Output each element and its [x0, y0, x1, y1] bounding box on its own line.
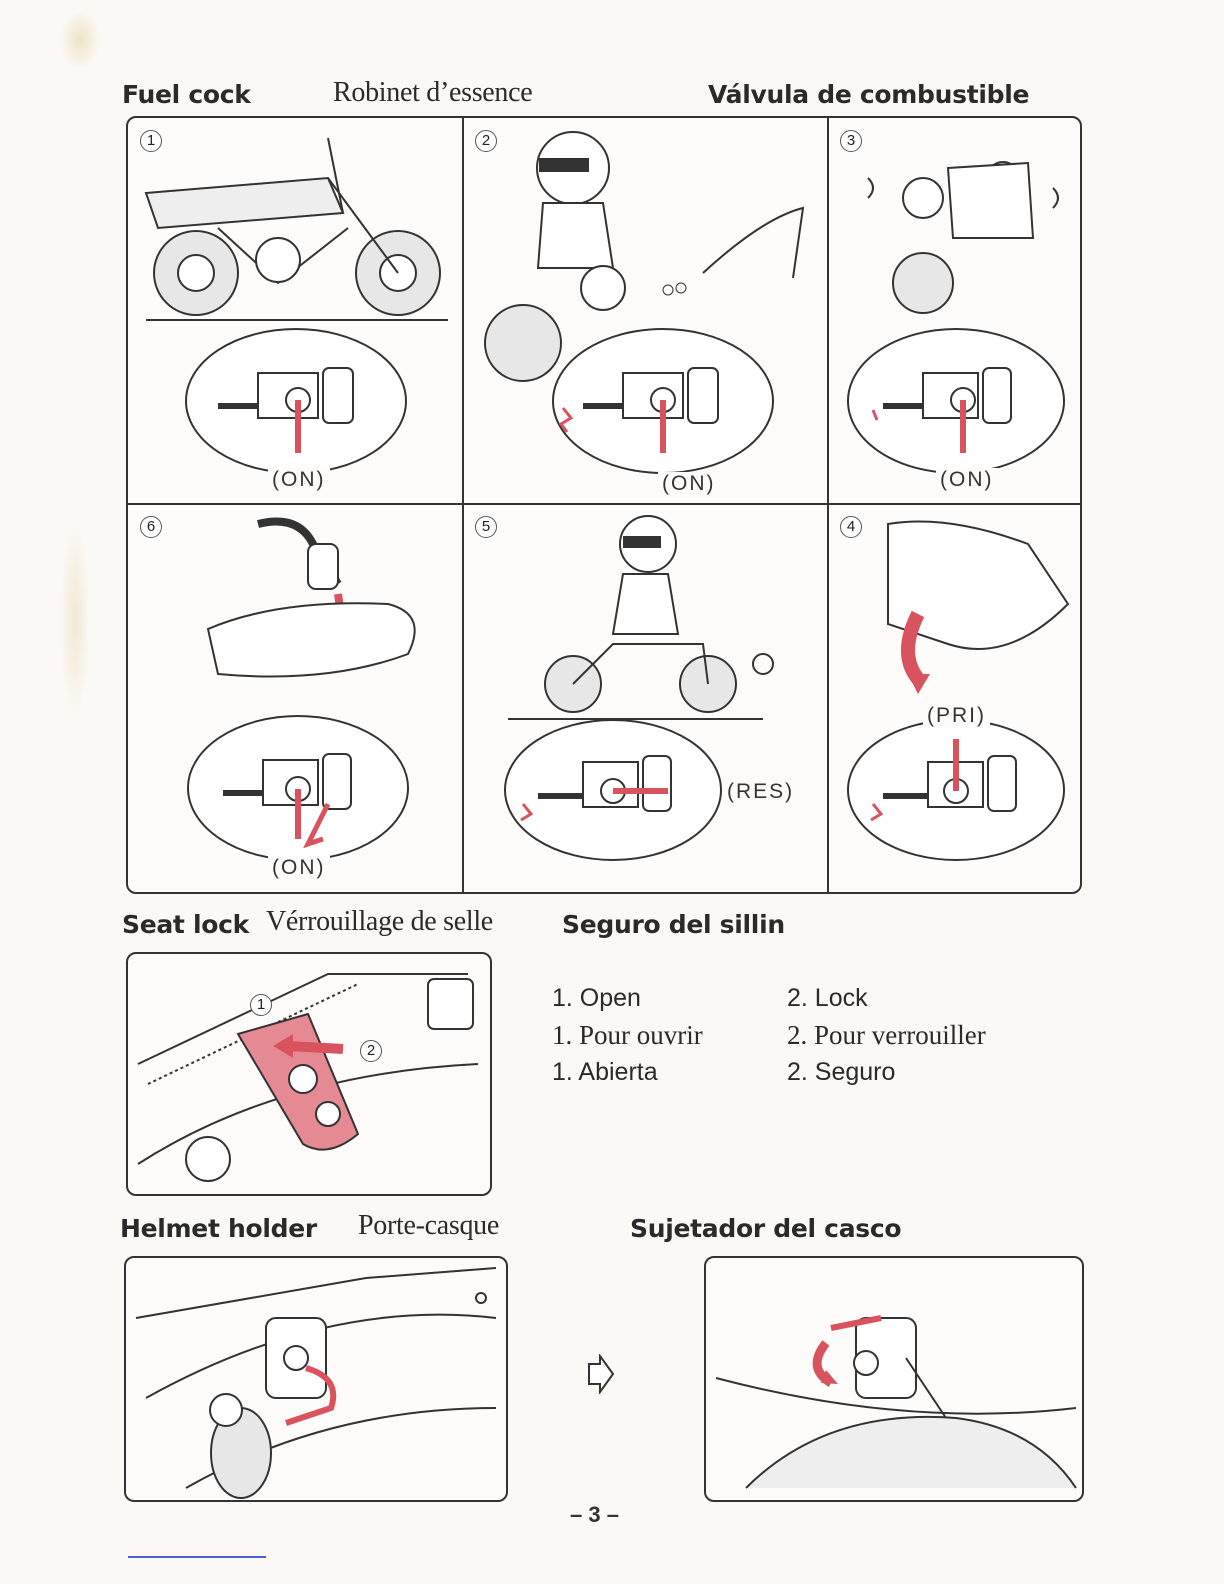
panel-number: 4 — [840, 516, 862, 538]
helmet-holder-open-illustration — [706, 1258, 1082, 1500]
panel-6: 6 (ON) — [128, 504, 463, 892]
seat-lock-callout: 1 — [250, 994, 272, 1016]
fuel-cock-position-label: (PRI) — [923, 704, 990, 728]
fuel-cock-figure: 1 (ON) 2 (ON) — [126, 116, 1082, 894]
panel-number: 6 — [140, 516, 162, 538]
panel-number: 5 — [475, 516, 497, 538]
fuel-cock-title-es: Válvula de combustible — [708, 80, 1029, 109]
fuel-cock-position-label: (ON) — [268, 856, 330, 880]
helmet-holder-closed-illustration — [126, 1258, 506, 1500]
fuel-cock-title-fr: Robinet d’essence — [333, 77, 532, 109]
panel-number: 2 — [475, 130, 497, 152]
panel-number: 3 — [840, 130, 862, 152]
paper-stain — [60, 10, 100, 70]
fuel-cock-position-label: (RES) — [723, 780, 798, 804]
arrow-right-outline-icon — [586, 1354, 616, 1399]
helmet-holder-title-es: Sujetador del casco — [630, 1214, 901, 1243]
fuel-cock-position-label: (ON) — [268, 468, 330, 492]
footer-underline — [128, 1556, 266, 1558]
helmet-holder-figure-before — [124, 1256, 508, 1502]
seat-lock-figure: 1 2 — [126, 952, 492, 1196]
panel-3: 3 (ON) — [828, 118, 1080, 504]
seat-lock-illustration — [128, 954, 490, 1194]
reserve-ride-illustration — [463, 504, 828, 892]
seat-lock-legend-col2: 2. Lock 2. Pour verrouiller 2. Seguro — [787, 980, 986, 1091]
legend-item: 1. Pour ouvrir — [552, 1017, 703, 1054]
paper-stain — [60, 520, 90, 720]
seat-lock-callout: 2 — [360, 1040, 382, 1062]
panel-1: 1 (ON) — [128, 118, 463, 504]
legend-item: 1. Abierta — [552, 1054, 703, 1091]
legend-item: 2. Lock — [787, 980, 986, 1017]
helmet-holder-title-fr: Porte-casque — [358, 1210, 499, 1242]
fuel-cock-position-label: (ON) — [658, 472, 720, 496]
rider-illustration — [463, 118, 828, 504]
page-number: – 3 – — [570, 1502, 619, 1528]
seat-lock-title-es: Seguro del sillin — [562, 910, 785, 939]
helmet-holder-title-en: Helmet holder — [120, 1214, 317, 1243]
prime-illustration — [828, 504, 1080, 892]
seat-lock-legend-col1: 1. Open 1. Pour ouvrir 1. Abierta — [552, 980, 703, 1091]
legend-item: 2. Pour verrouiller — [787, 1017, 986, 1054]
legend-item: 2. Seguro — [787, 1054, 986, 1091]
refueling-illustration — [128, 504, 463, 892]
legend-item: 1. Open — [552, 980, 703, 1017]
motorcycle-illustration — [128, 118, 463, 504]
fuel-cock-title-en: Fuel cock — [122, 80, 251, 109]
seat-lock-title-en: Seat lock — [122, 910, 249, 939]
seat-lock-title-fr: Vérrouillage de selle — [266, 906, 493, 938]
panel-4: 4 (PRI) — [828, 504, 1080, 892]
fuel-cock-position-label: (ON) — [936, 468, 998, 492]
stalled-rider-illustration — [828, 118, 1080, 504]
panel-5: 5 (RES) — [463, 504, 828, 892]
panel-number: 1 — [140, 130, 162, 152]
panel-2: 2 (ON) — [463, 118, 828, 504]
helmet-holder-figure-after — [704, 1256, 1084, 1502]
